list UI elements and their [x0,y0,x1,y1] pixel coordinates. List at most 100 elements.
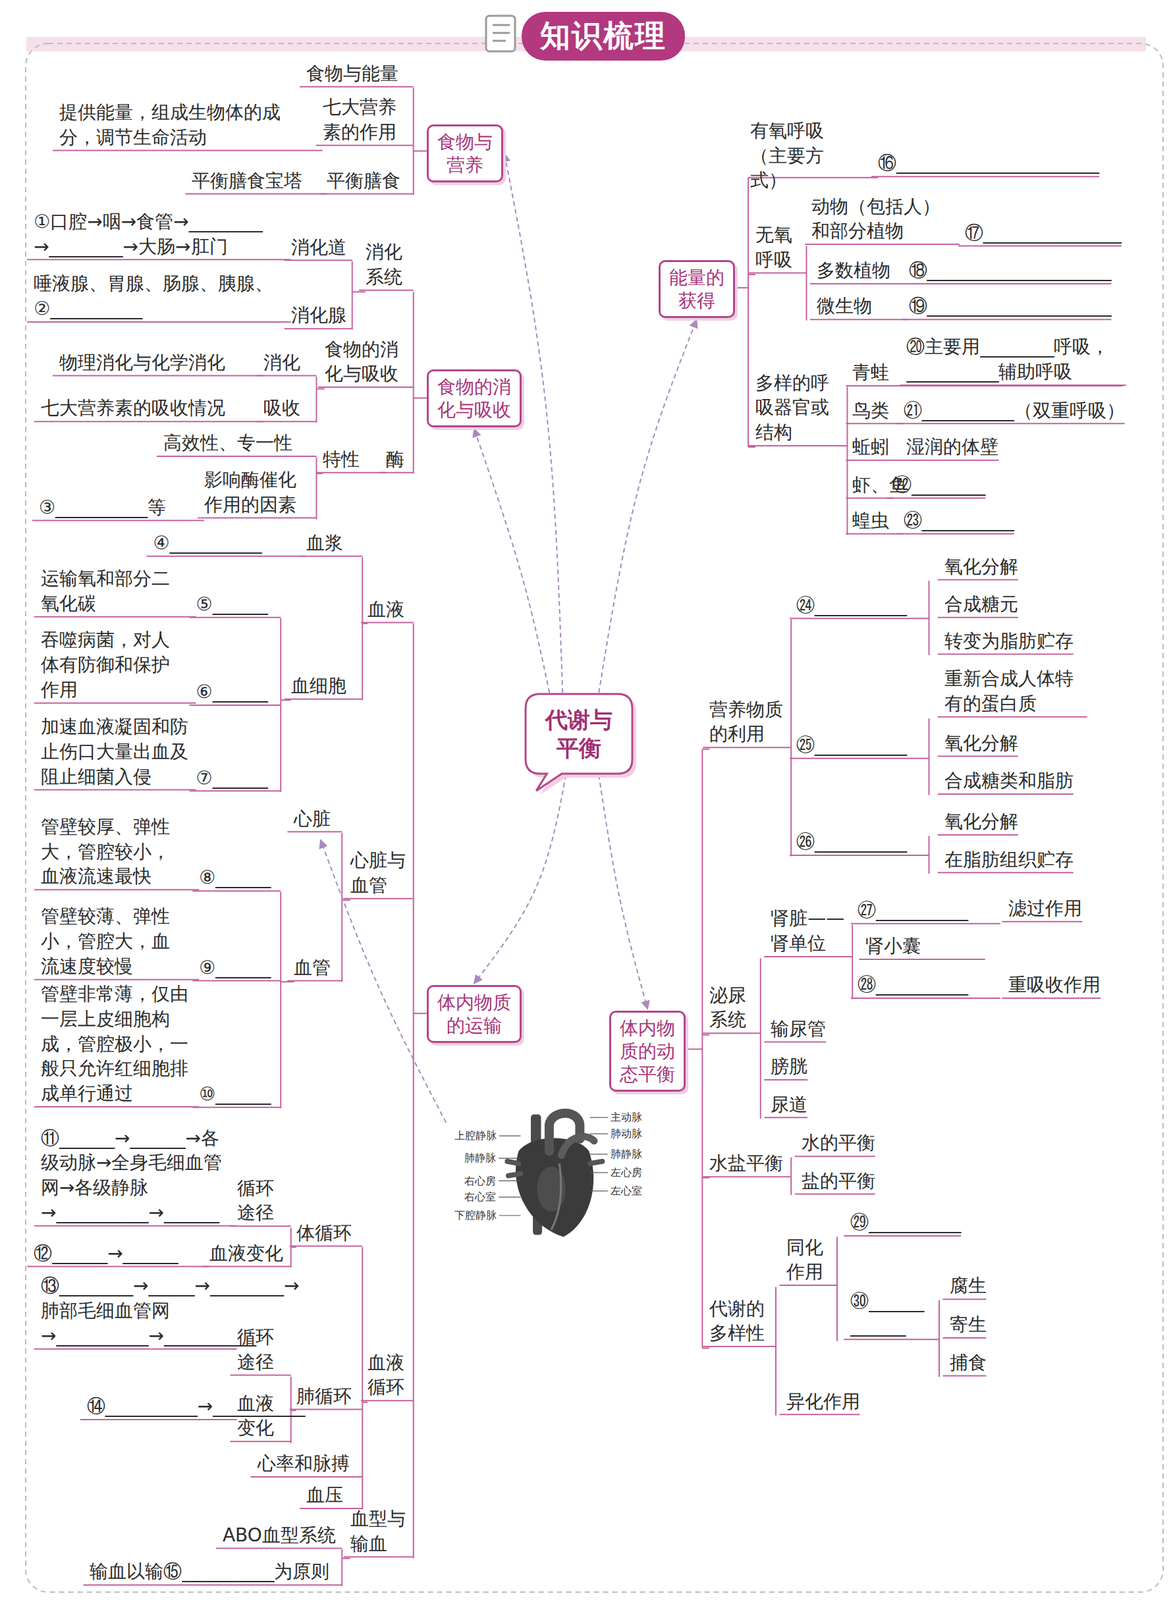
underline [52,149,323,151]
branch-label: 运输氧和部分二氧化碳 [40,566,179,617]
underline [250,1476,363,1478]
tree-line [316,376,318,423]
tree-line [790,619,792,857]
underline [27,258,292,261]
tree-line [412,291,415,474]
branch-label: 泌尿系统 [709,983,753,1034]
underline [794,1155,876,1158]
tree-line [851,924,853,1000]
underline [316,144,414,147]
branch-label: ⑳主要用________呼吸，__________辅助呼吸 [906,334,1126,385]
underline [779,1414,861,1416]
branch-label: ㉑__________（双重呼吸） [903,398,1125,424]
title-banner: 知识梳理 [521,11,685,61]
branch-label: 吞噬病菌，对人体有防御和保护作用 [40,627,179,703]
branch-label: 氧化分解 [944,809,1019,835]
branch-label: 高效性、专一性 [163,430,293,456]
tree-line [412,87,415,195]
branch-label: 特性 [322,447,360,473]
tree-line [748,273,756,276]
branch-label: 吸收 [263,395,301,421]
tree-line [341,1549,343,1587]
branch-label: 膀胱 [770,1054,808,1080]
underline [937,756,1019,758]
branch-label: ㉕__________ [796,733,907,759]
branch-label: 寄生 [949,1312,987,1338]
underline [804,243,960,246]
branch-label: 血液变化 [209,1241,284,1267]
branch-label: 血管 [293,955,331,981]
underline [958,245,1122,247]
underline [27,1266,210,1268]
underline [289,1409,363,1411]
underline [189,704,282,707]
branch-label: 盐的平衡 [801,1169,876,1195]
branch-label: ⑰_______________ [964,220,1122,246]
branch-label: 重吸收作用 [1008,972,1101,998]
branch-label: 肺循环 [296,1384,352,1410]
topic-text: 体内物质的动态平衡 [617,1016,678,1087]
branch-label: 多样的呼吸器官或结构 [755,370,845,446]
leader-line [590,1133,608,1135]
branch-topic: 体内物质的运输 [426,985,522,1044]
tree-line [361,557,363,701]
tree-line [412,623,415,1559]
branch-label: 循环途径 [237,1325,280,1376]
underline [34,789,197,791]
dashed-arrow [598,319,697,693]
leader-line [498,1196,521,1198]
tree-line [760,958,762,1119]
branch-label: 多数植物 [816,258,891,284]
tree-line [316,457,318,520]
underline [34,420,264,423]
underline [763,1079,808,1081]
underline [202,1266,292,1268]
tree-line [279,892,282,1110]
branch-label: 鸟类 [852,398,890,424]
branch-label: 异化作用 [786,1389,861,1415]
tree-line [413,397,427,400]
tree-lines [27,86,1127,1587]
underline [845,422,904,425]
part-label: 右心室 [464,1190,496,1205]
branch-label: 管壁较厚、弹性大，管腔较小，血液流速最快 [40,814,176,890]
underline [316,472,386,474]
tree-line [316,388,325,390]
underline [32,520,205,522]
branch-label: 七大营养素的作用 [322,94,407,145]
underline [789,617,930,620]
underline [897,533,1015,535]
underline [287,831,342,833]
branch-label: 提供能量，组成生物体的成分，调节生命活动 [59,100,282,151]
underline [810,283,909,285]
underline [899,459,999,462]
underline [230,1374,292,1376]
tree-line [748,446,756,448]
branch-label: 代谢的多样性 [709,1296,769,1347]
tree-line [928,718,930,795]
underline [779,1284,838,1287]
branch-label: ㉚______ ______ [850,1289,932,1340]
underline [343,1556,414,1558]
tree-line [341,1558,350,1560]
leader-line [590,1117,608,1119]
underline [34,889,199,891]
underline [192,890,281,892]
underline [748,445,848,447]
branch-label: ㉖__________ [796,829,907,855]
underline [763,1116,808,1119]
underline [937,871,1074,874]
leader-line [498,1158,521,1160]
branch-label: ㉗__________ [857,898,969,924]
branch-label: ⑬________→_____→________→肺部毛细血管网→_______… [40,1273,233,1349]
branch-label: 合成糖类和脂肪 [944,768,1074,794]
underline [34,1106,199,1108]
underline [789,854,930,857]
underline [80,1419,238,1421]
underline [197,517,317,519]
underline [379,472,414,474]
underline [850,923,1001,925]
branch-label: ③__________等 [38,495,166,521]
underline [34,702,197,705]
branch-label: 物理消化与化学消化 [59,350,226,376]
